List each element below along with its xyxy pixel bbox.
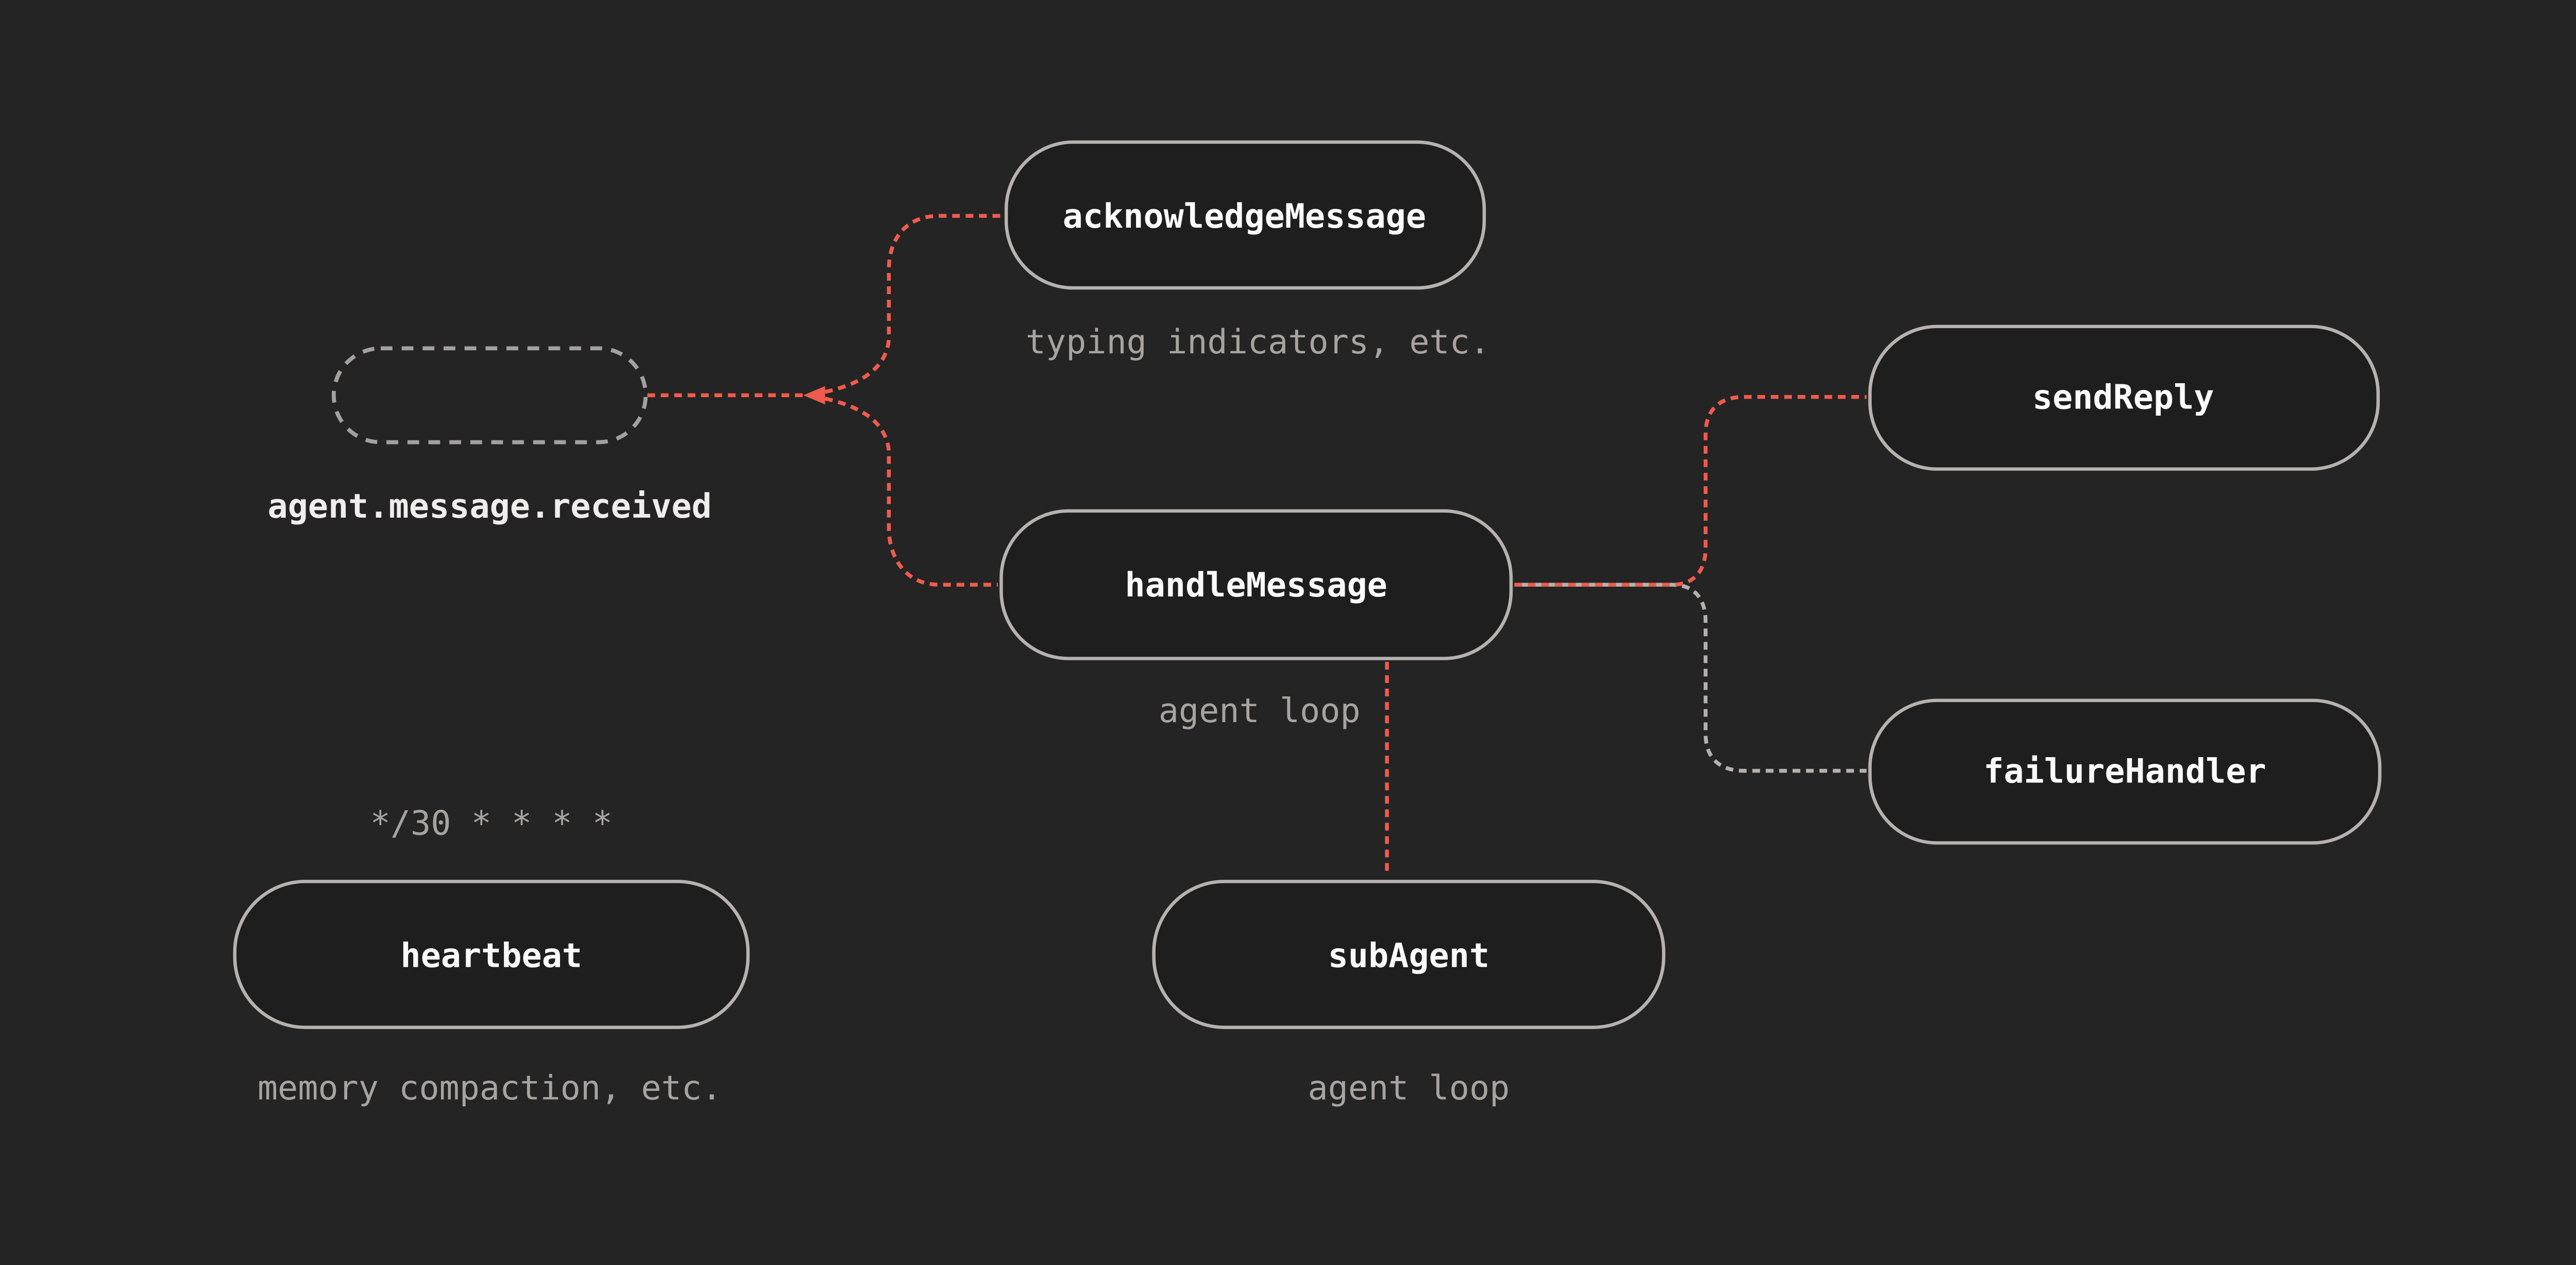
junction-arrowhead-icon (803, 386, 825, 405)
edge-handle-to-send-reply (1514, 395, 1867, 587)
node-acknowledge-message[interactable]: acknowledgeMessage typing indicators, et… (1004, 140, 1490, 362)
edge-layer (647, 214, 1867, 877)
sub-agent-annotation: agent loop (1308, 1069, 1510, 1108)
node-failure-handler[interactable]: failureHandler (1868, 698, 2382, 845)
acknowledge-message-label: acknowledgeMessage (1063, 197, 1426, 236)
edge-trigger-to-handle (824, 397, 998, 587)
heartbeat-shape[interactable] (233, 880, 750, 1029)
failure-handler-shape[interactable] (1868, 698, 2382, 845)
acknowledge-message-annotation: typing indicators, etc. (1026, 323, 1490, 362)
node-handle-message[interactable]: handleMessage agent loop (999, 509, 1513, 730)
failure-handler-label: failureHandler (1984, 752, 2266, 791)
acknowledge-message-shape[interactable] (1004, 140, 1486, 290)
handle-message-shape[interactable] (999, 509, 1513, 660)
heartbeat-label: heartbeat (400, 936, 582, 975)
send-reply-shape[interactable] (1868, 324, 2380, 471)
heartbeat-annotation: memory compaction, etc. (258, 1069, 722, 1108)
edge-trigger-to-acknowledge (824, 214, 1003, 394)
node-sub-agent[interactable]: subAgent agent loop (1152, 880, 1666, 1108)
sub-agent-label: subAgent (1328, 936, 1490, 975)
sub-agent-shape[interactable] (1152, 880, 1666, 1029)
heartbeat-schedule-label: */30 * * * * (370, 804, 613, 843)
handle-message-label: handleMessage (1125, 566, 1387, 605)
node-send-reply[interactable]: sendReply (1868, 324, 2380, 471)
edge-handle-to-failure-handler (1514, 583, 1867, 773)
node-heartbeat[interactable]: */30 * * * * heartbeat memory compaction… (233, 804, 750, 1108)
node-trigger[interactable]: agent.message.received (267, 346, 712, 526)
send-reply-label: sendReply (2032, 378, 2214, 417)
handle-message-annotation: agent loop (1159, 692, 1361, 730)
trigger-event-label: agent.message.received (267, 487, 711, 526)
trigger-node-shape[interactable] (331, 346, 648, 445)
